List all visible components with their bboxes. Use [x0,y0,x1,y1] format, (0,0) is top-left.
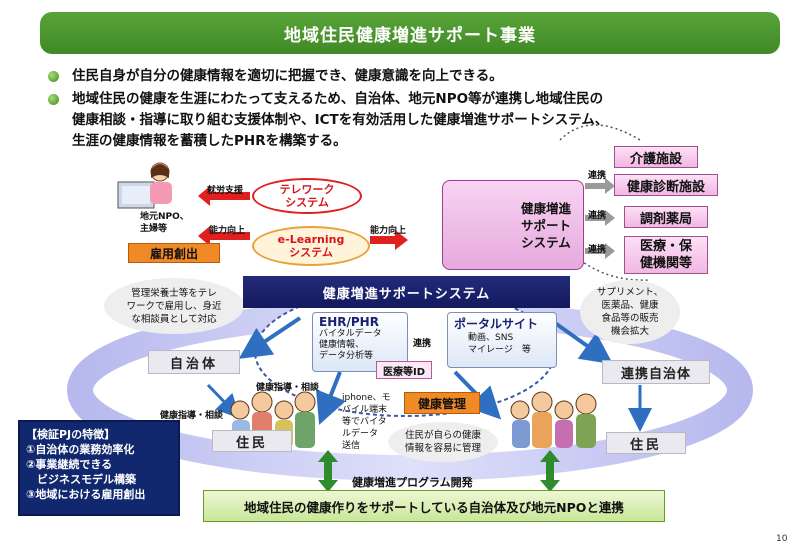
residents-right-illustration [510,391,597,448]
link-label-3: 連携 [588,245,607,255]
resident-tag-left: 住民 [212,430,292,452]
service-checkup-facility: 健康診断施設 [614,174,718,196]
health-management-box: 健康管理 [404,392,480,414]
ehr-portal-link-label: 連携 [413,339,432,349]
ability-up-label-1: 能力向上 [209,226,246,236]
bullet-dot-icon [48,94,59,105]
ability-up-label-2: 能力向上 [370,226,407,236]
red-arrows [198,186,408,250]
page-number: 10 [776,534,788,544]
ehr-title: EHR/PHR [319,315,379,329]
link-label-1: 連携 [588,171,607,181]
partnership-banner: 地域住民の健康作りをサポートしている自治体及び地元NPOと連携 [203,490,665,522]
services-arc-bottom [579,259,651,281]
features-box: 【検証PJの特徴】 ①自治体の業務効率化 ②事業継続できる ビジネスモデル構築 … [18,420,180,516]
portal-panel: ポータルサイト 動画、SNS マイレージ 等 [447,312,557,368]
service-pharmacy: 調剤薬局 [624,206,708,228]
iphone-note: iphone、モ バイル端末 等でバイタ ルデータ 送信 [342,393,391,451]
program-development-label: 健康増進プログラム開発 [352,476,473,489]
support-system-box: 健康増進 サポート システム [442,180,584,270]
bullet-1: 住民自身が自分の健康情報を適切に把握でき、健康意識を向上できる。 [48,66,503,87]
system-title-bar: 健康増進サポートシステム [243,276,570,308]
municipality-tag: 自治体 [148,350,240,374]
arrow-to-municipality [238,316,302,359]
arrow-to-resident [315,371,346,425]
features-heading: 【検証PJの特徴】 [26,428,116,441]
dietitian-note: 管理栄養士等をテレ ワークで雇用し、身近 な相談員として対応 [104,278,244,334]
lady-illustration [117,162,172,209]
bullet-2: 地域住民の健康を生涯にわたって支えるため、自治体、地元NPO等が連携し地域住民の… [48,89,608,152]
services-arc [559,124,641,141]
supplements-note: サプリメント、 医薬品、健康 食品等の販売 機会拡大 [580,280,680,344]
job-support-label: 就労支援 [207,186,244,196]
green-arrows [318,450,560,492]
service-nursing-facility: 介護施設 [614,146,698,168]
ehr-phr-panel: EHR/PHR バイタルデータ 健康情報、 データ分析等 [312,312,408,372]
guidance-label-2: 健康指導・相談 [160,411,224,421]
telework-system: テレワークシステム [252,178,362,214]
page-title: 地域住民健康増進サポート事業 [40,12,780,54]
partner-municipality-tag: 連携自治体 [602,360,710,384]
service-medical-institutions: 医療・保 健機関等 [624,236,708,274]
portal-title: ポータルサイト [454,317,539,331]
service-arrows [585,178,615,259]
medical-id-badge: 医療等ID [376,361,432,379]
guidance-label-1: 健康指導・相談 [256,383,320,393]
resident-tag-right: 住民 [606,432,686,454]
arrow-to-resident-right [453,370,502,420]
arrow-guidance [206,383,241,419]
npo-label: 地元NPO、 主婦等 [140,212,189,234]
employment-box: 雇用創出 [128,243,220,263]
link-label-2: 連携 [588,211,607,221]
resident-self-management-note: 住民が自らの健康 情報を容易に管理 [388,422,498,462]
bullet-dot-icon [48,71,59,82]
